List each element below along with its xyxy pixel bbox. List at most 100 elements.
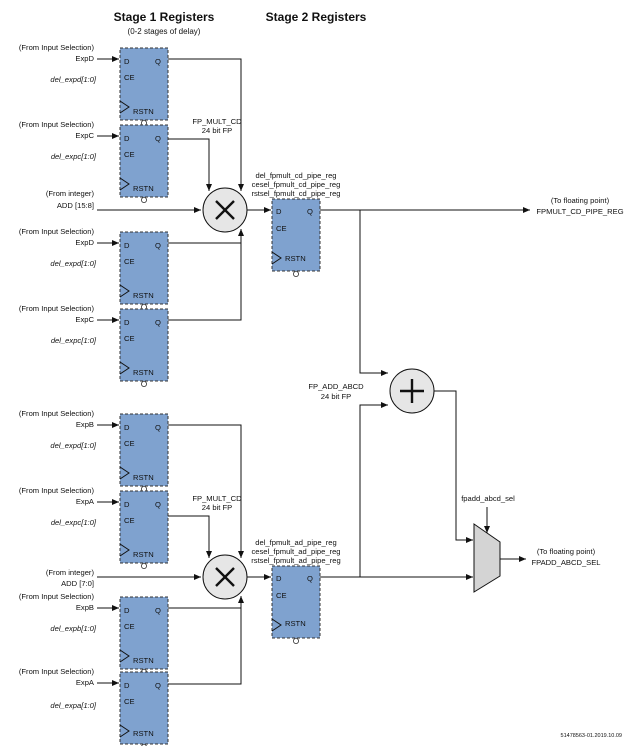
port-rstn: RSTN bbox=[133, 107, 154, 116]
mult-bottom-type: 24 bit FP bbox=[202, 503, 232, 512]
port-rstn: RSTN bbox=[133, 184, 154, 193]
port-q: Q bbox=[155, 681, 161, 690]
stage1-register-8: D Q CE RSTN bbox=[119, 671, 169, 746]
input-expb-label-2: ExpB bbox=[76, 603, 94, 612]
adder bbox=[389, 368, 435, 414]
port-q: Q bbox=[307, 574, 313, 583]
port-ce: CE bbox=[124, 334, 135, 343]
add-hi-label: ADD [15:8] bbox=[57, 201, 94, 210]
adder-type: 24 bit FP bbox=[321, 392, 351, 401]
delay-signal-label-7: del_expb[1:0] bbox=[50, 624, 96, 633]
stage2-top-label-2: cesel_fpmult_cd_pipe_reg bbox=[252, 180, 341, 189]
port-d: D bbox=[124, 318, 130, 327]
figure-id: 51478563-01.2019.10.09 bbox=[561, 733, 622, 739]
port-d: D bbox=[124, 681, 130, 690]
port-d: D bbox=[124, 57, 130, 66]
input-source-label-1: (From Input Selection) bbox=[19, 43, 95, 52]
input-expd-label-2: ExpD bbox=[75, 238, 94, 247]
input-expb-label-1: ExpB bbox=[76, 420, 94, 429]
port-d: D bbox=[124, 423, 130, 432]
stage1-register-3: D Q CE RSTN bbox=[119, 231, 169, 311]
input-wires bbox=[97, 56, 201, 686]
delay-signal-label-5: del_expd[1:0] bbox=[50, 441, 96, 450]
stage1-register-6: D Q CE RSTN bbox=[119, 490, 169, 570]
port-d: D bbox=[124, 606, 130, 615]
port-rstn: RSTN bbox=[133, 729, 154, 738]
mult-top-name: FP_MULT_CD bbox=[192, 117, 242, 126]
output-wires bbox=[320, 207, 530, 580]
port-ce: CE bbox=[276, 224, 287, 233]
stage1-register-5: D Q CE RSTN bbox=[119, 413, 169, 493]
port-d: D bbox=[276, 574, 282, 583]
input-expc-label-2: ExpC bbox=[75, 315, 94, 324]
add-lo-label: ADD [7:0] bbox=[61, 579, 94, 588]
port-ce: CE bbox=[276, 591, 287, 600]
mult-top-type: 24 bit FP bbox=[202, 126, 232, 135]
output2-dest-label: (To floating point) bbox=[537, 547, 596, 556]
input-expa-label-1: ExpA bbox=[76, 497, 95, 506]
port-q: Q bbox=[155, 500, 161, 509]
port-ce: CE bbox=[124, 73, 135, 82]
port-d: D bbox=[276, 207, 282, 216]
delay-signal-label-6: del_expc[1:0] bbox=[51, 518, 97, 527]
port-ce: CE bbox=[124, 257, 135, 266]
top-mult-wires bbox=[168, 58, 244, 321]
port-q: Q bbox=[155, 606, 161, 615]
input-source-label-6: (From Input Selection) bbox=[19, 486, 95, 495]
delay-signal-label-4: del_expc[1:0] bbox=[51, 336, 97, 345]
port-q: Q bbox=[155, 134, 161, 143]
multiplier-bottom bbox=[202, 554, 248, 600]
port-q: Q bbox=[155, 57, 161, 66]
input-source-label-7: (From Input Selection) bbox=[19, 592, 95, 601]
port-q: Q bbox=[155, 423, 161, 432]
stage1-register-2: D Q CE RSTN bbox=[119, 124, 169, 204]
input-source-label-4: (From Input Selection) bbox=[19, 304, 95, 313]
port-rstn: RSTN bbox=[133, 291, 154, 300]
multiplier-top bbox=[202, 187, 248, 233]
port-q: Q bbox=[155, 318, 161, 327]
port-q: Q bbox=[307, 207, 313, 216]
port-q: Q bbox=[155, 241, 161, 250]
stage2-bottom-label-3: rstsel_fpmult_ad_pipe_reg bbox=[251, 556, 341, 565]
output-mux bbox=[473, 523, 501, 593]
delay-signal-label-2: del_expc[1:0] bbox=[51, 152, 97, 161]
port-ce: CE bbox=[124, 697, 135, 706]
input-expc-label-1: ExpC bbox=[75, 131, 94, 140]
port-rstn: RSTN bbox=[133, 473, 154, 482]
port-rstn: RSTN bbox=[133, 368, 154, 377]
delay-signal-label-1: del_expd[1:0] bbox=[50, 75, 96, 84]
stage2-top-label-3: rstsel_fpmult_cd_pipe_reg bbox=[251, 189, 340, 198]
bottom-mult-wires bbox=[168, 424, 244, 685]
port-rstn: RSTN bbox=[285, 254, 306, 263]
input-source-label-3: (From Input Selection) bbox=[19, 227, 95, 236]
stage2-top-label-1: del_fpmult_cd_pipe_reg bbox=[255, 171, 336, 180]
stage1-register-1: D Q CE RSTN bbox=[119, 47, 169, 127]
input-expa-label-2: ExpA bbox=[76, 678, 95, 687]
mult-bottom-name: FP_MULT_CD bbox=[192, 494, 242, 503]
stage2-header: Stage 2 Registers bbox=[266, 10, 367, 24]
delay-signal-label-3: del_expd[1:0] bbox=[50, 259, 96, 268]
port-ce: CE bbox=[124, 150, 135, 159]
stage1-subheader: (0-2 stages of delay) bbox=[128, 27, 201, 36]
input-source-label-2: (From Input Selection) bbox=[19, 120, 95, 129]
stage2-bottom-label-2: cesel_fpmult_ad_pipe_reg bbox=[251, 547, 340, 556]
port-ce: CE bbox=[124, 622, 135, 631]
port-rstn: RSTN bbox=[133, 656, 154, 665]
input-source-label-5: (From Input Selection) bbox=[19, 409, 95, 418]
delay-signal-label-8: del_expa[1:0] bbox=[50, 701, 96, 710]
mux-select-label: fpadd_abcd_sel bbox=[461, 494, 515, 503]
stage2-bottom-label-1: del_fpmult_ad_pipe_reg bbox=[255, 538, 337, 547]
port-rstn: RSTN bbox=[285, 619, 306, 628]
stage1-register-4: D Q CE RSTN bbox=[119, 308, 169, 388]
output2-label: FPADD_ABCD_SEL bbox=[531, 558, 600, 567]
adder-name: FP_ADD_ABCD bbox=[308, 382, 364, 391]
port-ce: CE bbox=[124, 516, 135, 525]
input-expd-label-1: ExpD bbox=[75, 54, 94, 63]
port-d: D bbox=[124, 500, 130, 509]
port-d: D bbox=[124, 134, 130, 143]
output1-label: FPMULT_CD_PIPE_REG bbox=[536, 207, 623, 216]
output1-dest-label: (To floating point) bbox=[551, 196, 610, 205]
stage1-register-7: D Q CE RSTN bbox=[119, 596, 169, 676]
stage2-register-bottom: D Q CE RSTN bbox=[271, 565, 321, 645]
